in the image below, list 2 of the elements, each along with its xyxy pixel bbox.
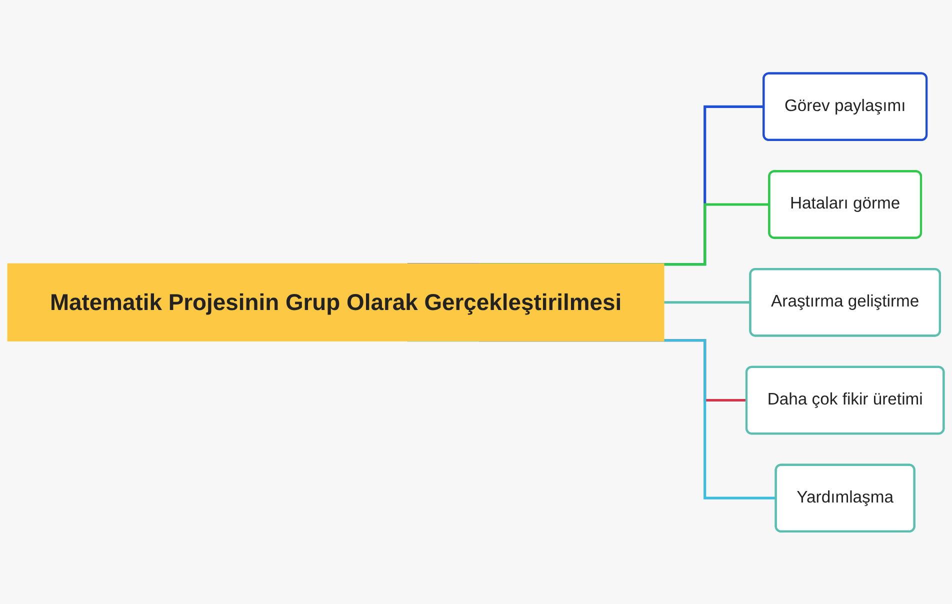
mind-map-diagram: Matematik Projesinin Grup Olarak Gerçekleştirilmesi Görev paylaşımı Hataları görme Araştırma geliştirme Daha çok fikir üretimi Yardımlaşma [0, 64, 952, 540]
node-box [7, 262, 664, 342]
